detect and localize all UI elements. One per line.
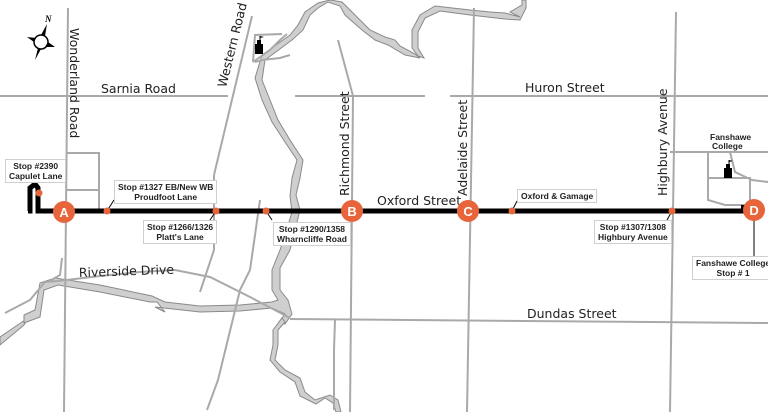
stop-dot[interactable] — [35, 189, 43, 197]
stop-callout-capulet: Stop #2390 Capulet Lane — [5, 159, 67, 183]
stop-dot[interactable] — [668, 207, 676, 215]
fanshawe-college-label-line: Fanshawe — [710, 132, 751, 142]
stop-dots — [35, 162, 755, 256]
stop-callout-highbury: Stop #1307/1308 Highbury Avenue — [594, 220, 672, 244]
marker-b[interactable]: B — [341, 200, 363, 222]
highbury-avenue-label: Highbury Avenue — [655, 88, 670, 196]
svg-text:D: D — [749, 203, 758, 218]
stop-dot[interactable] — [508, 207, 516, 215]
dundas-street-label: Dundas Street — [527, 306, 617, 321]
stop-callout-platts: Stop #1266/1326 Platt's Lane — [143, 220, 218, 244]
building-flag-icon — [255, 36, 264, 54]
stop-callout-fanshawe: Fanshawe College Stop # 1 — [692, 256, 768, 280]
svg-text:B: B — [347, 204, 356, 219]
svg-text:A: A — [59, 205, 69, 220]
building-flag-icon — [724, 160, 733, 178]
marker-c[interactable]: C — [457, 200, 479, 222]
north-label: N — [44, 14, 52, 24]
compass-rose-icon: N — [27, 14, 55, 60]
stop-dot[interactable] — [262, 207, 270, 215]
svg-text:C: C — [463, 204, 473, 219]
huron-street-label: Huron Street — [525, 80, 605, 95]
street-labels: Wonderland Road Sarnia Road Western Road… — [67, 1, 670, 321]
wonderland-road-label: Wonderland Road — [67, 28, 82, 138]
oxford-street-label: Oxford Street — [377, 193, 461, 208]
stop-dot[interactable] — [212, 207, 220, 215]
fanshawe-college-label-line: College — [712, 141, 743, 151]
stop-callout-proudfoot: Stop #1327 EB/New WB Proudfoot Lane — [114, 180, 218, 204]
sarnia-road-label: Sarnia Road — [101, 81, 176, 96]
marker-a[interactable]: A — [53, 201, 75, 223]
stop-dot[interactable] — [103, 207, 111, 215]
riverside-drive-label: Riverside Drive — [79, 262, 175, 280]
richmond-street-label: Richmond Street — [337, 91, 352, 196]
stop-callout-gamage: Oxford & Gamage — [517, 189, 598, 203]
road-network — [0, 7, 768, 412]
stop-callout-wharncliffe: Stop #1290/1358 Wharncliffe Road — [273, 222, 351, 246]
adelaide-street-label: Adelaide Street — [455, 100, 470, 196]
marker-d[interactable]: D — [743, 199, 765, 221]
